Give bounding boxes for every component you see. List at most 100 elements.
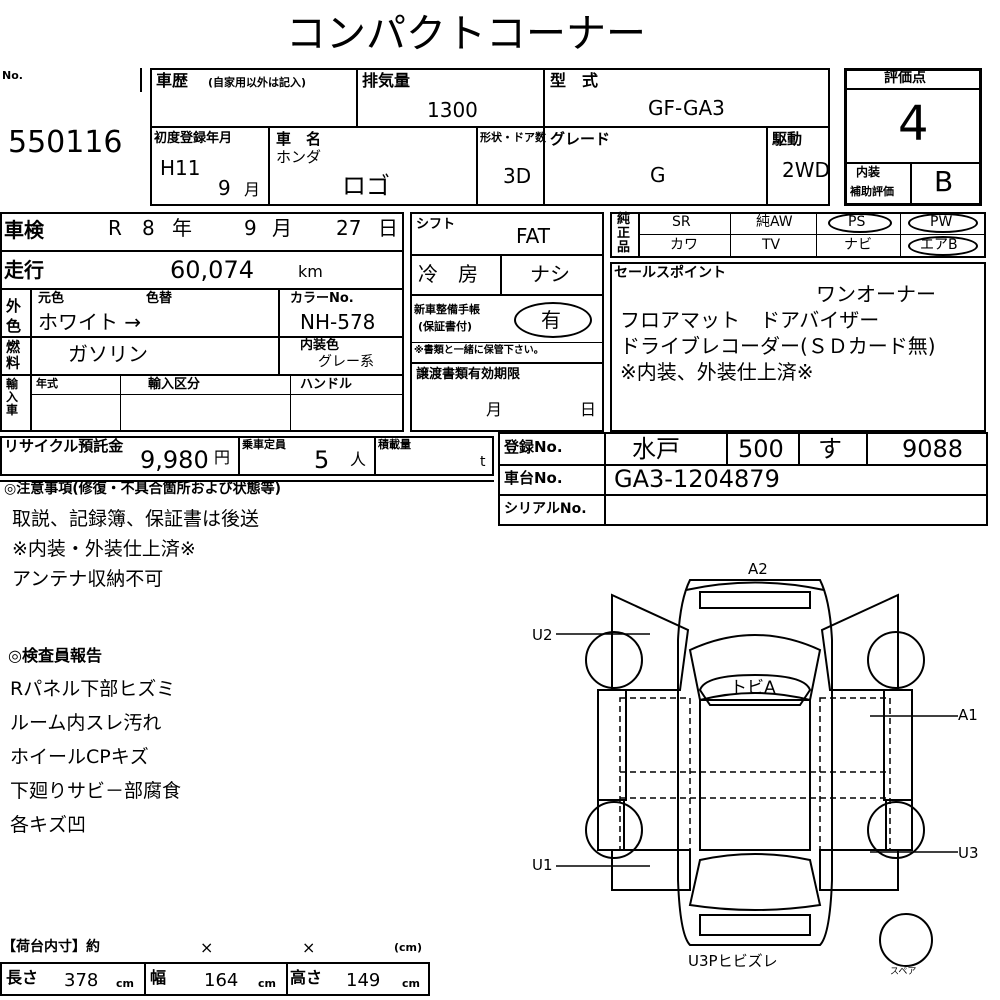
manual-note: ※書類と一緒に保管下さい。	[414, 345, 544, 356]
diagram-u2: U2	[532, 626, 553, 644]
drive-value: 2WD	[782, 158, 830, 182]
inspector-line-1: Rパネル下部ヒズミ	[10, 678, 176, 700]
shift-label: シフト	[416, 217, 456, 232]
shape-value: 3D	[503, 164, 532, 188]
aircon-label: 冷 房	[418, 262, 478, 286]
sales-point-2: フロアマット ドアバイザー	[620, 308, 880, 332]
inspection-day: 27	[336, 216, 362, 240]
serial-label: シリアルNo.	[504, 501, 587, 517]
sales-points-box	[610, 262, 986, 432]
score-box	[844, 68, 982, 206]
mileage-value: 60,074	[170, 256, 254, 284]
color-label: 外色	[6, 297, 22, 335]
displacement-label: 排気量	[362, 71, 411, 90]
fuel-value: ガソリン	[68, 342, 148, 366]
interior-score-label-1: 内装	[856, 165, 881, 179]
grade-label: グレード	[550, 130, 611, 148]
inspector-line-5: 各キズ凹	[10, 814, 87, 836]
note-1: 取説、記録簿、保証書は後送	[12, 508, 260, 530]
equip-ps: PS	[848, 214, 866, 230]
import-label: 輸入車	[6, 377, 19, 417]
recycle-value: 9,980	[140, 446, 209, 474]
registration-box	[498, 432, 988, 526]
cargo-unit: (cm)	[394, 941, 423, 954]
lot-number: 550116	[8, 125, 123, 160]
import-type-label: 輸入区分	[148, 377, 201, 392]
cargo-height-label: 高さ	[290, 968, 323, 987]
equipment-label: 純正品	[617, 212, 631, 255]
transfer-docs-label: 譲渡書類有効期限	[416, 367, 521, 382]
orig-color-label: 元色	[38, 291, 65, 306]
shift-value: FAT	[516, 224, 551, 248]
fuel-label: 燃料	[6, 340, 20, 372]
cargo-length-unit: cm	[116, 977, 134, 990]
equip-tv: TV	[762, 237, 781, 253]
manual-oval	[514, 302, 592, 338]
grade-value: G	[650, 163, 666, 187]
car-maker: ホンダ	[276, 148, 322, 166]
equip-navi: ナビ	[844, 237, 872, 253]
manual-sub: (保証書付)	[418, 320, 473, 333]
model-value: GF-GA3	[648, 96, 725, 120]
note-3: アンテナ収納不可	[12, 568, 164, 590]
inspector-line-4: 下廻りサビ－部腐食	[10, 780, 182, 802]
drive-label: 駆動	[772, 130, 803, 148]
transfer-day-unit: 日	[580, 400, 597, 419]
interior-score-value: B	[934, 165, 954, 198]
diagram-u3: U3	[958, 844, 979, 862]
manual-value: 有	[541, 308, 561, 332]
cargo-length-label: 長さ	[6, 968, 39, 987]
capacity-label: 乗車定員	[242, 438, 286, 451]
chassis-label: 車台No.	[504, 469, 563, 487]
interior-color-label: 内装色	[300, 338, 340, 353]
sales-point-3: ドライブレコーダー(ＳＤカード無)	[620, 334, 936, 358]
inspection-month-unit: 月	[272, 216, 292, 240]
registration-region: 水戸	[632, 435, 680, 463]
inspection-year: 8	[142, 216, 155, 240]
cargo-height-unit: cm	[402, 977, 420, 990]
recycle-label: リサイクル預託金	[4, 437, 124, 455]
lot-label: No.	[2, 69, 23, 82]
color-value: ホワイト →	[38, 310, 142, 334]
load-unit: t	[480, 454, 486, 470]
car-name: ロゴ	[342, 172, 390, 200]
mileage-unit: km	[298, 262, 323, 281]
shape-label: 形状・ドア数	[480, 131, 546, 144]
color-code: NH-578	[300, 310, 376, 334]
capacity-unit: 人	[350, 450, 367, 469]
car-name-label: 車 名	[276, 130, 322, 148]
registration-info-box	[0, 212, 404, 432]
recycle-unit: 円	[214, 448, 231, 467]
equip-airbag: エアB	[920, 237, 958, 253]
color-code-label: カラーNo.	[290, 291, 354, 306]
equip-pw-oval	[908, 213, 978, 233]
cargo-x1: ×	[200, 938, 214, 957]
model-label: 型 式	[550, 71, 599, 90]
sales-points-label: セールスポイント	[614, 265, 726, 281]
equip-aw: 純AW	[756, 214, 793, 230]
diagram-rear-note: U3Pヒビズレ	[688, 952, 778, 970]
inspection-year-unit: 年	[172, 216, 192, 240]
diagram-u1: U1	[532, 856, 553, 874]
score-label: 評価点	[884, 70, 926, 86]
cargo-width-unit: cm	[258, 977, 276, 990]
inspection-day-unit: 日	[378, 216, 398, 240]
note-2: ※内装・外装仕上済※	[12, 538, 196, 560]
cargo-width: 164	[204, 970, 239, 991]
score-value: 4	[898, 96, 929, 152]
cargo-label: 【荷台内寸】約	[2, 939, 100, 955]
import-year-label: 年式	[36, 377, 58, 390]
cargo-height: 149	[346, 970, 381, 991]
inspector-label: ◎検査員報告	[8, 646, 102, 665]
mileage-label: 走行	[4, 258, 44, 282]
diagram-roof-note: トビA	[730, 678, 776, 698]
import-handle-label: ハンドル	[300, 377, 353, 392]
first-reg-month: 9	[218, 176, 231, 200]
cargo-width-label: 幅	[150, 968, 167, 987]
page-title: コンパクトコーナー	[286, 11, 646, 57]
sales-point-4: ※内装、外装仕上済※	[620, 360, 814, 384]
recycle-box	[0, 436, 494, 476]
inspector-line-2: ルーム内スレ汚れ	[10, 712, 162, 734]
equip-leather: カワ	[670, 237, 698, 253]
aircon-value: ナシ	[530, 262, 570, 286]
